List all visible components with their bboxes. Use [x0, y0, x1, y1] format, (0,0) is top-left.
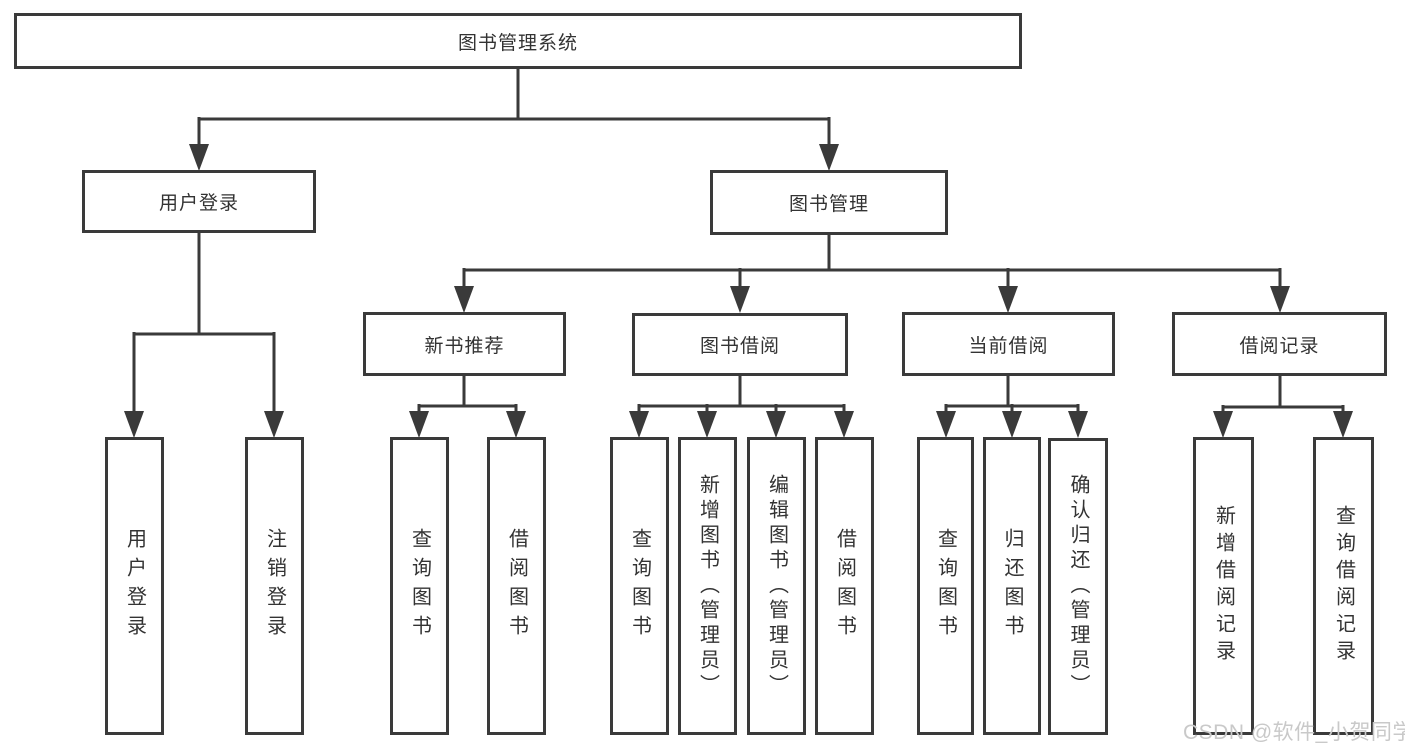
- leaf-add-borrow-record: 新增借阅记录: [1193, 437, 1254, 735]
- watermark: CSDN @软件_小贺同学: [1183, 721, 1405, 744]
- leaf-add-books-admin: 新增图书（管理员）: [678, 437, 737, 735]
- connector-root: [197, 68, 831, 150]
- node-new-book-recommendation: 新书推荐: [363, 312, 566, 376]
- connector-borrowing-records: [1221, 376, 1345, 416]
- arrowhead-query-books-2: [629, 411, 649, 438]
- node-book-management-system: 图书管理系统: [14, 13, 1022, 69]
- leaf-borrow-books-1: 借阅图书: [487, 437, 546, 735]
- arrowhead-edit-books-admin: [766, 411, 786, 438]
- arrowhead-new-book-recommendation: [454, 286, 474, 313]
- arrowhead-current-borrowing: [998, 286, 1018, 313]
- leaf-user-login: 用户登录: [105, 437, 164, 735]
- arrowhead-leaf-user-login: [124, 411, 144, 438]
- connector-book-borrowing: [637, 376, 846, 416]
- arrowhead-add-borrow-record: [1213, 411, 1233, 438]
- arrowhead-add-books-admin: [697, 411, 717, 438]
- leaf-query-books-3: 查询图书: [917, 437, 974, 735]
- arrowhead-borrow-books-1: [506, 411, 526, 438]
- leaf-query-books-1: 查询图书: [390, 437, 449, 735]
- arrowhead-query-borrow-record: [1333, 411, 1353, 438]
- arrowhead-book-borrowing: [730, 286, 750, 313]
- node-borrowing-records: 借阅记录: [1172, 312, 1387, 376]
- connector-new-book-recommendation: [417, 375, 518, 416]
- leaf-borrow-books-2: 借阅图书: [815, 437, 874, 735]
- arrowhead-confirm-return-admin: [1068, 411, 1088, 438]
- node-current-borrowing: 当前借阅: [902, 312, 1115, 376]
- arrowhead-user-login: [189, 144, 209, 171]
- arrowhead-return-books: [1002, 411, 1022, 438]
- leaf-edit-books-admin: 编辑图书（管理员）: [747, 437, 806, 735]
- arrowhead-book-management: [819, 144, 839, 171]
- connector-current-borrowing: [944, 376, 1080, 416]
- connector-user-login: [132, 232, 276, 416]
- arrowhead-query-books-3: [936, 411, 956, 438]
- leaf-query-borrow-record: 查询借阅记录: [1313, 437, 1374, 735]
- arrowhead-leaf-logout: [264, 411, 284, 438]
- arrowhead-borrow-books-2: [834, 411, 854, 438]
- node-book-management: 图书管理: [710, 170, 948, 235]
- arrowhead-borrowing-records: [1270, 286, 1290, 313]
- arrowhead-query-books-1: [409, 411, 429, 438]
- leaf-logout: 注销登录: [245, 437, 304, 735]
- leaf-return-books: 归还图书: [983, 437, 1041, 735]
- connector-book-management: [462, 235, 1282, 292]
- node-user-login: 用户登录: [82, 170, 316, 233]
- leaf-query-books-2: 查询图书: [610, 437, 669, 735]
- leaf-confirm-return-admin: 确认归还（管理员）: [1048, 438, 1108, 735]
- node-book-borrowing: 图书借阅: [632, 313, 848, 376]
